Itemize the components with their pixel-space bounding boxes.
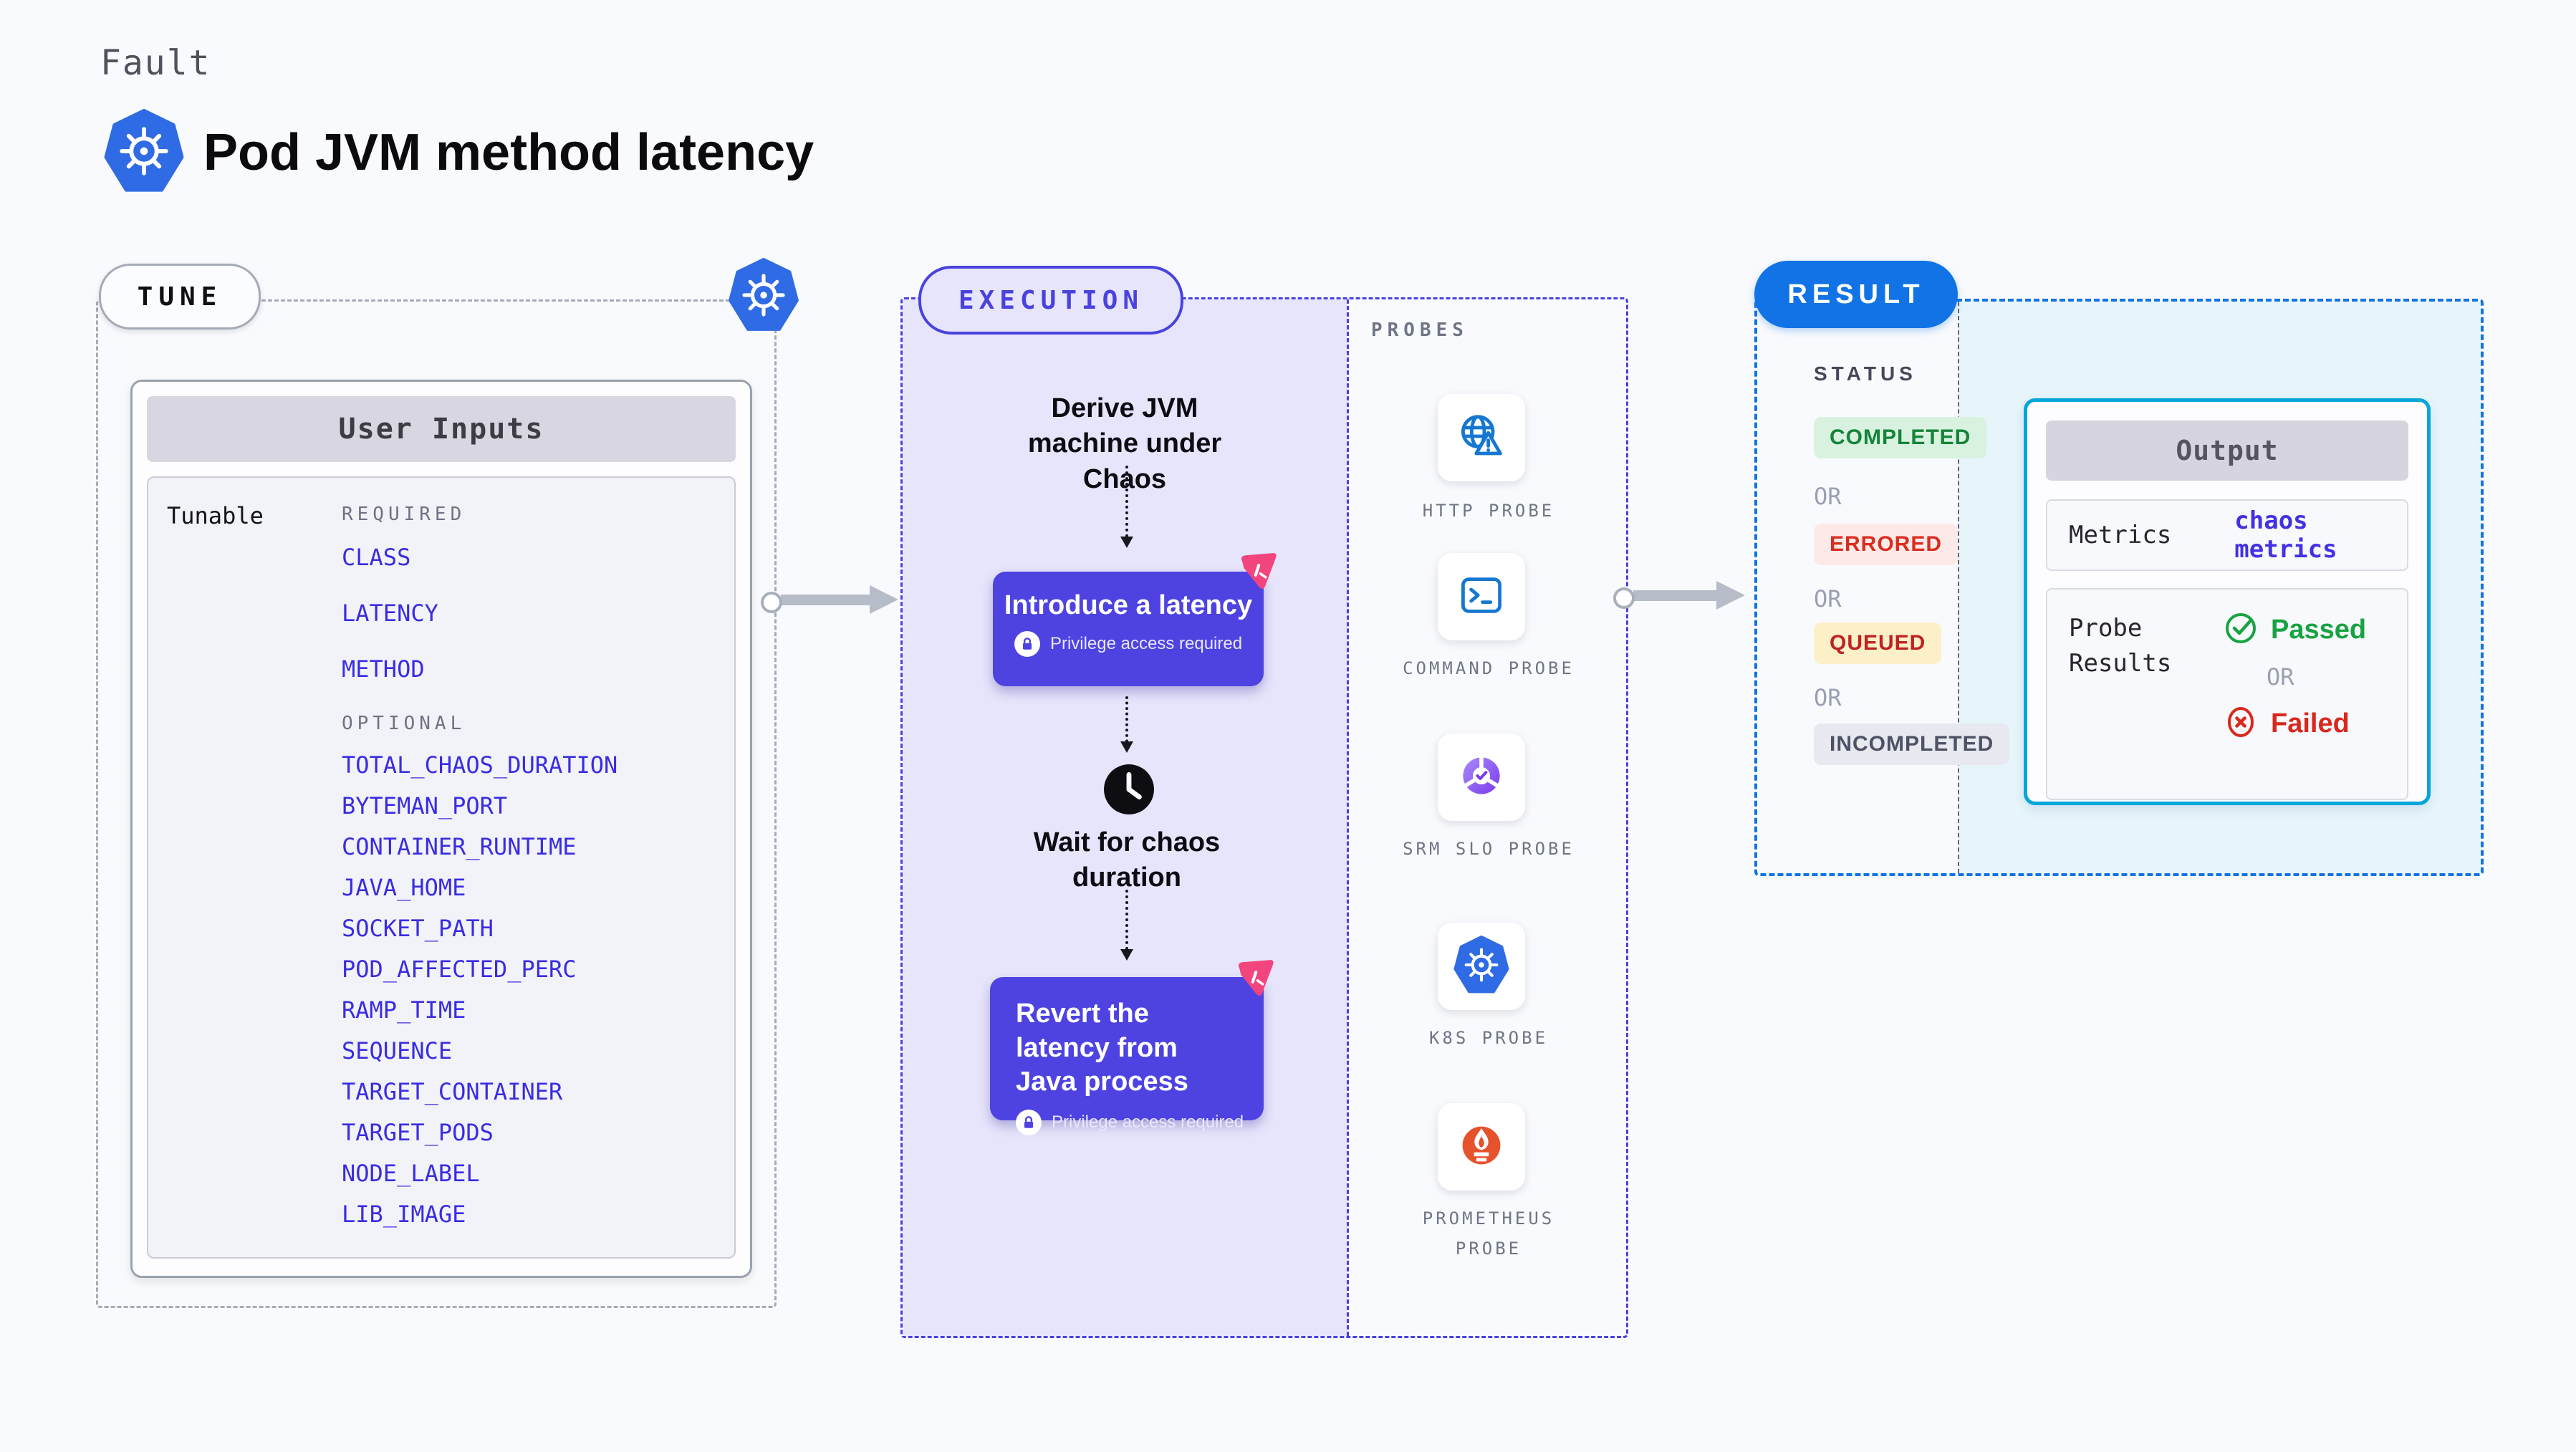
param-method: METHOD: [342, 655, 425, 683]
check-circle-icon: [2224, 611, 2258, 649]
user-inputs-card: User Inputs Tunable REQUIRED CLASS LATEN…: [130, 380, 752, 1278]
dotted-arrow-down-icon: [1120, 696, 1133, 753]
fault-kicker: Fault: [100, 43, 211, 83]
chaos-spark-icon: [1231, 956, 1278, 1003]
probes-divider: [1347, 299, 1349, 1336]
kubernetes-icon: [1452, 935, 1511, 998]
introduce-latency-card: Introduce a latency Privilege access req…: [993, 572, 1264, 686]
kubernetes-icon: [102, 109, 186, 193]
probe-label: HTTP PROBE: [1422, 501, 1555, 521]
arrow-start-ring: [1613, 587, 1635, 609]
or-label: OR: [1814, 483, 1842, 510]
status-chip-incompleted: INCOMPLETED: [1814, 723, 2010, 765]
terminal-icon: [1453, 567, 1510, 628]
arrow-head-icon: [1716, 581, 1745, 610]
kubernetes-icon: [726, 258, 801, 332]
command-probe-card: [1438, 553, 1525, 640]
status-chip-queued: QUEUED: [1814, 622, 1942, 664]
failed-label: Failed: [2271, 708, 2350, 739]
globe-alert-icon: [1453, 408, 1510, 468]
probe-results-label: Probe Results: [2069, 614, 2172, 678]
prometheus-probe-card: [1438, 1103, 1525, 1191]
optional-label: OPTIONAL: [342, 713, 466, 734]
dotted-arrow-down-icon: [1120, 890, 1133, 961]
http-probe-card: [1438, 394, 1525, 481]
arrow-probes-to-result: [1633, 590, 1719, 601]
clock-icon: [1102, 762, 1156, 817]
slo-wheel-icon: [1453, 747, 1510, 808]
status-chip-completed: COMPLETED: [1814, 417, 1987, 458]
status-label: STATUS: [1814, 362, 1917, 385]
result-badge: RESULT: [1754, 261, 1958, 328]
dotted-arrow-down-icon: [1120, 466, 1133, 548]
prometheus-flame-icon: [1453, 1117, 1510, 1178]
lock-icon: [1016, 1109, 1042, 1135]
param-lib-image: LIB_IMAGE: [342, 1201, 466, 1228]
param-ramp-time: RAMP_TIME: [342, 996, 466, 1024]
metrics-row: Metrics chaos metrics: [2046, 499, 2408, 571]
lock-icon: [1014, 631, 1040, 657]
or-label: OR: [2267, 663, 2294, 691]
step-derive-jvm: Derive JVM machine under Chaos: [1027, 393, 1222, 494]
revert-latency-title: Revert the latency from Java process: [1016, 999, 1188, 1097]
param-class: CLASS: [342, 544, 411, 571]
param-java-home: JAVA_HOME: [342, 874, 466, 901]
arrow-head-icon: [870, 585, 898, 614]
output-title: Output: [2046, 420, 2408, 481]
k8s-probe-card: [1438, 923, 1525, 1010]
user-inputs-title: User Inputs: [147, 396, 736, 462]
status-chip-errored: ERRORED: [1814, 524, 1959, 565]
param-socket-path: SOCKET_PATH: [342, 915, 494, 942]
probe-label: COMMAND PROBE: [1403, 658, 1575, 678]
execution-section: [900, 297, 1628, 1338]
execution-badge: EXECUTION: [918, 266, 1183, 335]
passed-label: Passed: [2271, 615, 2367, 645]
privilege-note: Privilege access required: [1052, 1112, 1244, 1132]
tune-badge: TUNE: [99, 264, 261, 330]
param-target-pods: TARGET_PODS: [342, 1119, 494, 1146]
arrow-start-ring: [761, 592, 782, 613]
required-label: REQUIRED: [342, 504, 466, 525]
probe-label: SRM SLO PROBE: [1403, 839, 1575, 859]
introduce-latency-title: Introduce a latency: [1004, 590, 1253, 620]
param-pod-affected-perc: POD_AFFECTED_PERC: [342, 956, 577, 983]
probe-results-row: Probe Results Passed OR: [2046, 588, 2408, 800]
or-label: OR: [1814, 585, 1842, 612]
revert-latency-card: Revert the latency from Java process Pri…: [990, 977, 1264, 1135]
probe-label: PROMETHEUS PROBE: [1422, 1208, 1555, 1259]
param-container-runtime: CONTAINER_RUNTIME: [342, 833, 577, 860]
probes-label: PROBES: [1371, 319, 1469, 341]
execution-lane: [903, 299, 1347, 1336]
privilege-note: Privilege access required: [1049, 634, 1243, 653]
param-sequence: SEQUENCE: [342, 1037, 453, 1064]
param-latency: LATENCY: [342, 600, 438, 627]
param-total-chaos-duration: TOTAL_CHAOS_DURATION: [342, 751, 618, 779]
step-wait-duration: Wait for chaos duration: [1033, 827, 1221, 893]
arrow-tune-to-execution: [781, 595, 873, 605]
tune-section: [96, 299, 777, 1308]
or-label: OR: [1814, 684, 1842, 711]
output-card: Output Metrics chaos metrics Probe Resul…: [2024, 398, 2431, 805]
srm-slo-probe-card: [1438, 734, 1525, 821]
param-node-label: NODE_LABEL: [342, 1160, 480, 1187]
x-circle-icon: [2224, 705, 2258, 743]
param-byteman-port: BYTEMAN_PORT: [342, 792, 508, 819]
probe-label: K8S PROBE: [1428, 1028, 1549, 1048]
user-inputs-body: Tunable REQUIRED CLASS LATENCY METHOD OP…: [147, 476, 736, 1259]
chaos-spark-icon: [1234, 549, 1281, 596]
page-title: Pod JVM method latency: [203, 124, 814, 181]
param-target-container: TARGET_CONTAINER: [342, 1078, 563, 1105]
tunable-label: Tunable: [167, 502, 264, 529]
metrics-label: Metrics: [2069, 521, 2172, 549]
metrics-value: chaos metrics: [2234, 506, 2337, 564]
